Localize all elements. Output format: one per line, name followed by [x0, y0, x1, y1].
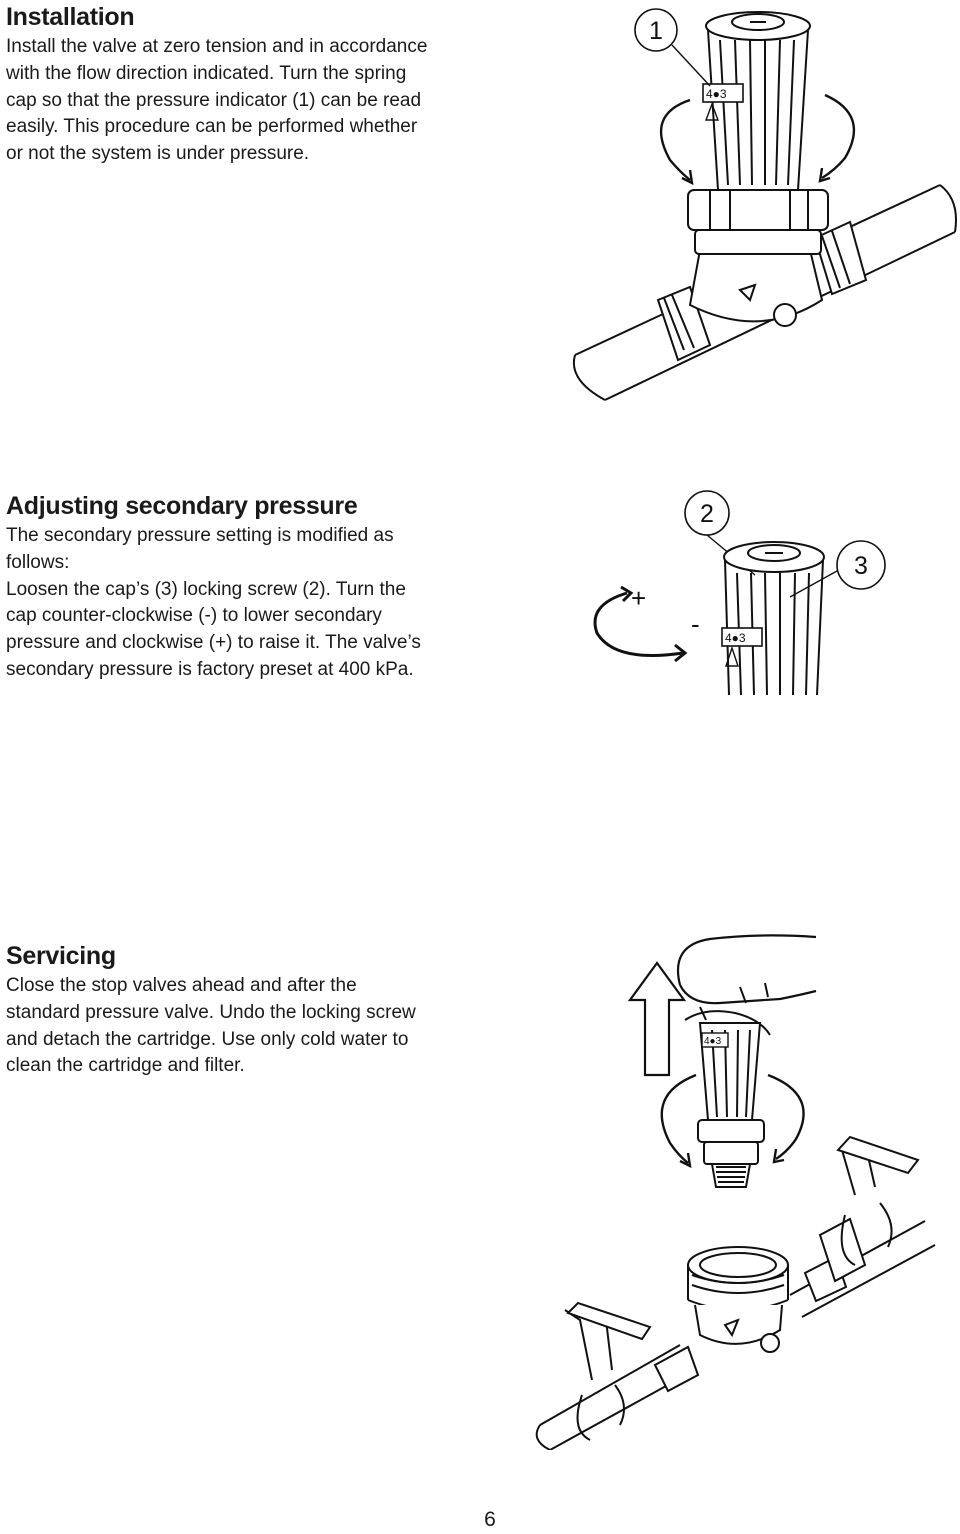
installation-section: Installation Install the valve at zero t… — [6, 2, 486, 168]
plus-sign-label: + — [631, 583, 646, 613]
adjusting-line: follows: — [6, 551, 70, 573]
adjusting-section: Adjusting secondary pressure The seconda… — [6, 491, 486, 684]
servicing-section: Servicing Close the stop valves ahead an… — [6, 941, 486, 1080]
adjusting-heading: Adjusting secondary pressure — [6, 492, 358, 520]
servicing-line: Close the stop valves ahead and after th… — [6, 975, 357, 996]
minus-sign-label: - — [691, 609, 700, 639]
servicing-line: clean the cartridge and filter. — [6, 1055, 245, 1077]
servicing-line: standard pressure valve. Undo the lockin… — [6, 1001, 416, 1023]
lift-arrow-icon — [627, 961, 687, 1077]
servicing-heading: Servicing — [6, 942, 116, 970]
adjusting-line: Loosen the cap’s (3) locking screw (2). … — [6, 578, 406, 600]
installation-heading: Installation — [6, 3, 135, 31]
adjusting-cap-figure: 2 3 4●3 + - — [585, 485, 905, 700]
adjusting-line: secondary pressure is factory preset at … — [6, 658, 414, 680]
servicing-text: Close the stop valves ahead and after th… — [6, 973, 486, 1080]
callout-1-label: 1 — [649, 17, 663, 45]
servicing-figure: 4●3 — [520, 925, 940, 1450]
installation-valve-figure: 4●3 1 — [560, 0, 960, 410]
adjusting-line: pressure and clockwise (+) to raise it. … — [6, 632, 421, 654]
servicing-line: and detach the cartridge. Use only cold … — [6, 1028, 409, 1050]
installation-line: easily. This procedure can be performed … — [6, 116, 418, 138]
cap-indicator-label: 4●3 — [725, 631, 746, 645]
cartridge-indicator-label: 4●3 — [704, 1036, 722, 1047]
adjusting-line: The secondary pressure setting is modifi… — [6, 525, 394, 546]
installation-line: Install the valve at zero tension and in… — [6, 36, 428, 57]
adjusting-text: The secondary pressure setting is modifi… — [6, 523, 486, 684]
installation-line: or not the system is under pressure. — [6, 143, 310, 165]
pressure-indicator-label: 4●3 — [706, 87, 727, 101]
callout-3-label: 3 — [854, 552, 868, 580]
installation-text: Install the valve at zero tension and in… — [6, 34, 486, 168]
cartridge-removal-drawing: 4●3 — [535, 934, 936, 1450]
cap-drawing: 2 3 4●3 + - — [593, 490, 886, 696]
page-number: 6 — [484, 1508, 496, 1531]
installation-line: cap so that the pressure indicator (1) c… — [6, 89, 422, 111]
installation-line: with the flow direction indicated. Turn … — [6, 62, 407, 84]
valve-drawing: 4●3 1 — [572, 8, 957, 401]
callout-2-label: 2 — [700, 500, 714, 528]
adjusting-line: cap counter-clockwise (-) to lower secon… — [6, 605, 382, 627]
